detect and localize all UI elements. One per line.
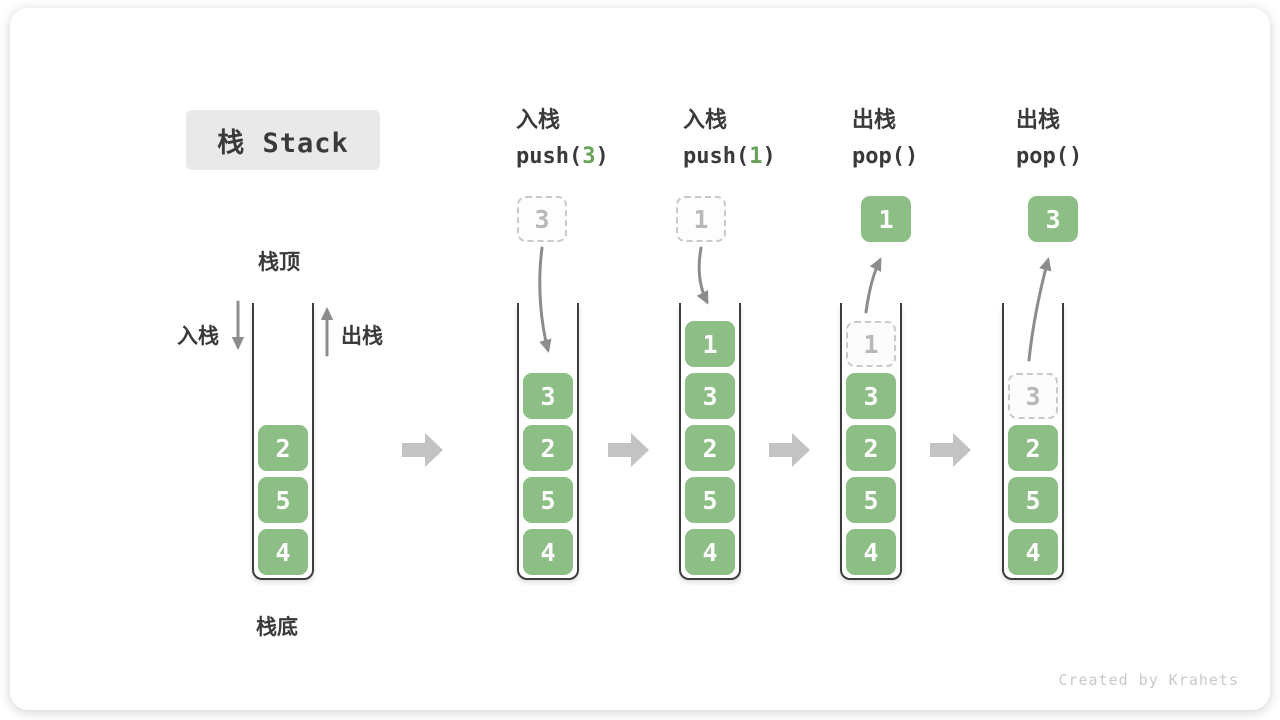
- popped-box: 1: [861, 196, 911, 242]
- stage3-op-code: pop(): [852, 144, 919, 169]
- diagram-title-box: 栈 Stack: [186, 110, 380, 170]
- stack-cell: 5: [685, 477, 735, 523]
- ghost-cell: 1: [846, 321, 896, 367]
- stage3-op-name: 出栈: [852, 108, 897, 133]
- credit-text: Created by Krahets: [1058, 671, 1239, 689]
- stack-cell: 5: [846, 477, 896, 523]
- stack-cell: 3: [523, 373, 573, 419]
- stack-cell: 2: [1008, 425, 1058, 471]
- diagram-title: 栈 Stack: [217, 127, 349, 159]
- stack-cell: 5: [1008, 477, 1058, 523]
- stack-cell: 1: [685, 321, 735, 367]
- stack-cell: 5: [258, 477, 308, 523]
- ghost-cell: 3: [1008, 373, 1058, 419]
- stack-cell: 2: [685, 425, 735, 471]
- stack-cell: 2: [523, 425, 573, 471]
- stage2-op-name: 入栈: [683, 108, 728, 133]
- stage2-op-code: push(1): [683, 144, 776, 169]
- stack-cell: 4: [1008, 529, 1058, 575]
- stage4-header: 出栈 pop(): [1016, 109, 1186, 170]
- push-side-label: 入栈: [177, 324, 219, 348]
- stack-cell: 4: [523, 529, 573, 575]
- stack-cell: 4: [685, 529, 735, 575]
- step-arrow-icon-3: [769, 433, 810, 467]
- stack-cell: 2: [846, 425, 896, 471]
- stage4-op-code: pop(): [1016, 144, 1083, 169]
- stage1-op-name: 入栈: [516, 108, 561, 133]
- stack-top-label: 栈顶: [258, 250, 300, 274]
- step-arrow-icon-2: [608, 433, 649, 467]
- stack-bottom-label: 栈底: [256, 615, 298, 639]
- stage1-op-code: push(3): [516, 144, 609, 169]
- stack-cell: 5: [523, 477, 573, 523]
- stage3-header: 出栈 pop(): [852, 109, 1022, 170]
- incoming-box: 1: [676, 196, 726, 242]
- stack-cell: 4: [258, 529, 308, 575]
- stack-cell: 2: [258, 425, 308, 471]
- stage2-header: 入栈 push(1): [683, 109, 853, 170]
- step-arrow-icon-1: [402, 433, 443, 467]
- stack-cell: 3: [685, 373, 735, 419]
- step-arrow-icon-4: [930, 433, 971, 467]
- pop-side-label: 出栈: [341, 324, 383, 348]
- stack-cell: 3: [846, 373, 896, 419]
- stage4-op-name: 出栈: [1016, 108, 1061, 133]
- stack-cell: 4: [846, 529, 896, 575]
- stage1-header: 入栈 push(3): [516, 109, 686, 170]
- popped-box: 3: [1028, 196, 1078, 242]
- incoming-box: 3: [517, 196, 567, 242]
